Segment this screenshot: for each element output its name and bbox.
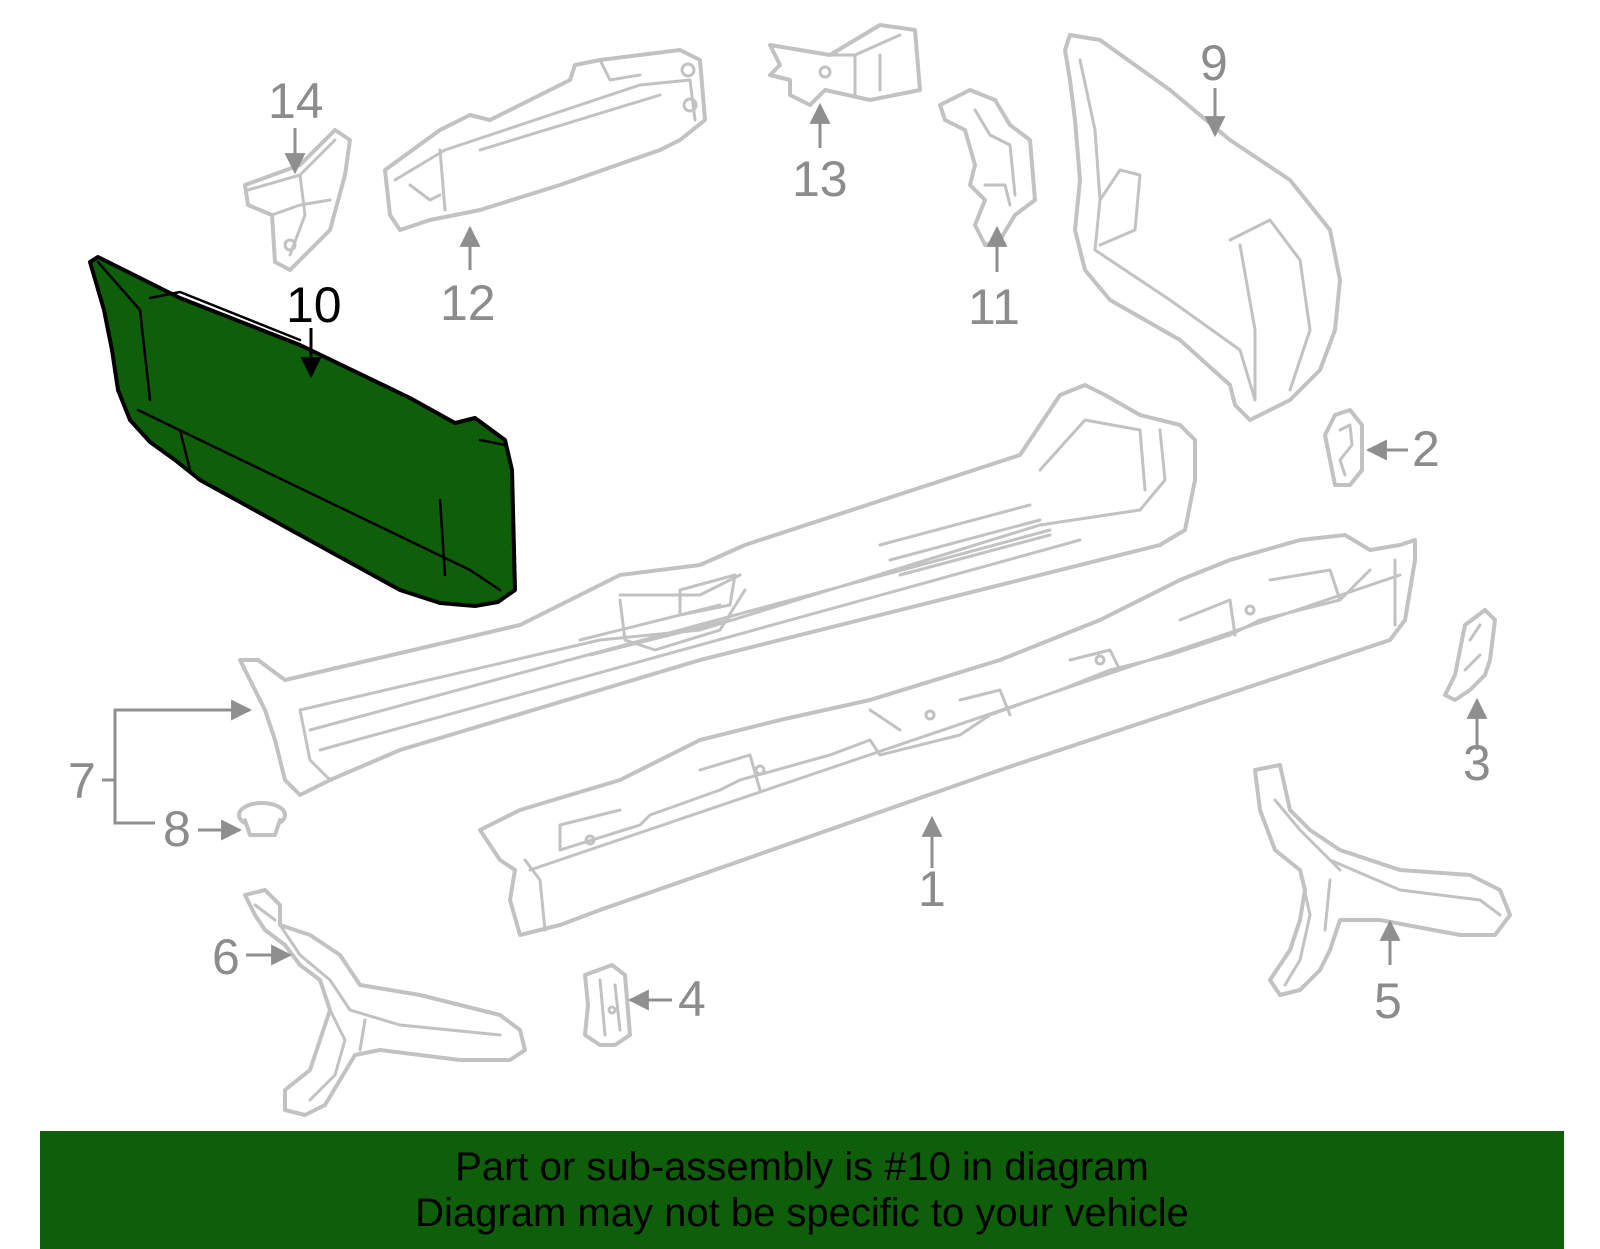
part-9-bumper-cover[interactable] xyxy=(1063,33,1342,422)
callout-6: 6 xyxy=(212,929,240,985)
callout-14: 14 xyxy=(268,73,324,129)
callout-13: 13 xyxy=(792,151,848,207)
part-8-grommet[interactable] xyxy=(237,801,287,837)
info-banner: Part or sub-assembly is #10 in diagram D… xyxy=(40,1131,1564,1249)
callout-7: 7 xyxy=(68,753,96,809)
part-2-clip[interactable] xyxy=(1323,408,1364,487)
callout-9: 9 xyxy=(1200,35,1228,91)
callout-10: 10 xyxy=(286,277,342,333)
part-1-frame[interactable] xyxy=(478,533,1417,937)
part-6-brace[interactable] xyxy=(243,888,527,1117)
part-13-bracket[interactable] xyxy=(768,23,922,107)
banner-line-2: Diagram may not be specific to your vehi… xyxy=(415,1191,1189,1235)
part-14-bracket[interactable] xyxy=(243,128,352,272)
leader-lines xyxy=(102,88,1488,1011)
callout-labels: 14 12 13 11 9 2 3 1 5 4 6 8 7 10 xyxy=(68,35,1491,1029)
callout-4: 4 xyxy=(678,971,706,1027)
callout-8: 8 xyxy=(163,801,191,857)
part-5-brace[interactable] xyxy=(1253,763,1512,997)
callout-2: 2 xyxy=(1412,421,1440,477)
banner-line-1: Part or sub-assembly is #10 in diagram xyxy=(455,1145,1149,1189)
part-3-bracket[interactable] xyxy=(1443,608,1497,702)
part-12-reinforcement[interactable] xyxy=(383,48,707,232)
callout-3: 3 xyxy=(1463,735,1491,791)
callout-5: 5 xyxy=(1374,973,1402,1029)
callout-1: 1 xyxy=(918,861,946,917)
part-11-bracket[interactable] xyxy=(938,88,1037,247)
callout-11: 11 xyxy=(968,279,1020,335)
part-4-bracket[interactable] xyxy=(583,963,632,1047)
part-10-end-cap[interactable] xyxy=(88,255,517,608)
part-7-step-pad[interactable] xyxy=(238,383,1197,797)
callout-12: 12 xyxy=(440,275,496,331)
